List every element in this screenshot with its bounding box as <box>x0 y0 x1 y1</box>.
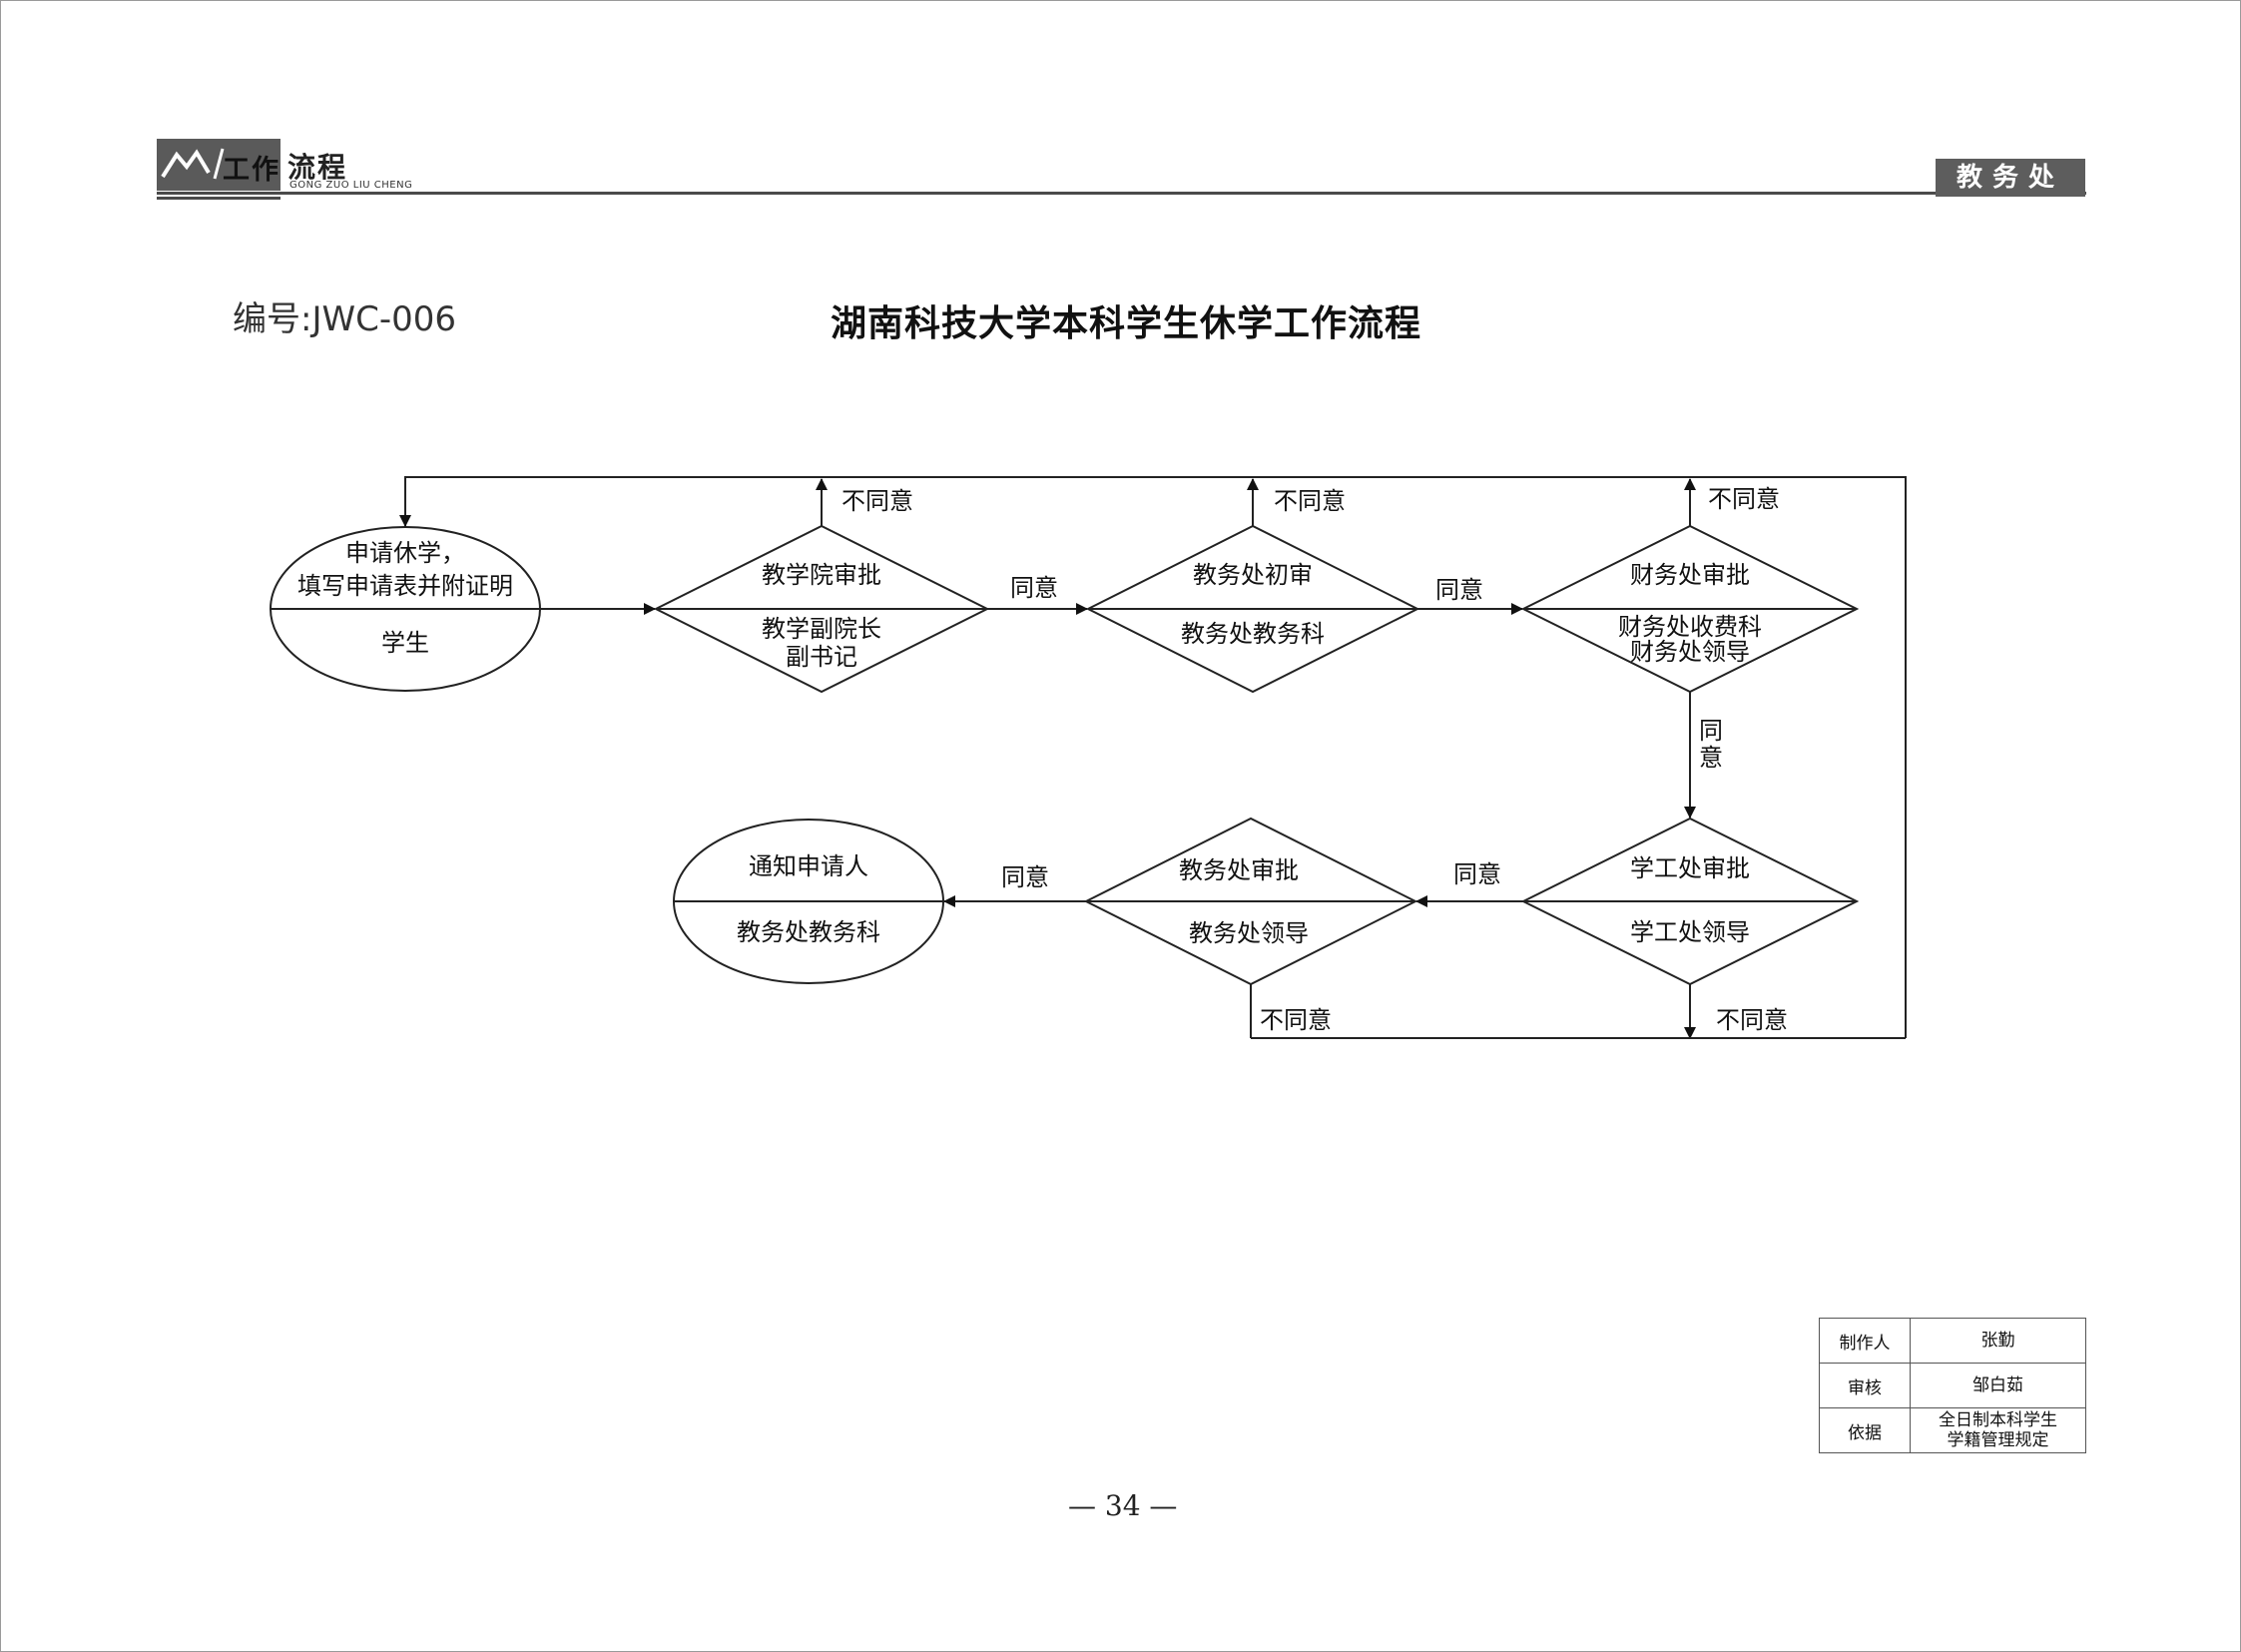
mountain-logo-icon <box>157 139 280 191</box>
jwc-final-role: 教务处领导 <box>1189 919 1309 947</box>
header-rule-accent <box>157 197 280 200</box>
jwc-final-task: 教务处审批 <box>1179 856 1299 884</box>
student-affairs-role: 学工处领导 <box>1630 918 1750 946</box>
edge-label-disagree-finance: 不同意 <box>1708 485 1780 513</box>
info-table: 制作人 张勤 审核 邹白茹 依据 全日制本科学生 学籍管理规定 <box>1819 1318 2086 1453</box>
table-row: 制作人 张勤 <box>1819 1318 2086 1364</box>
info-value-basis-line1: 全日制本科学生 <box>1939 1410 2057 1430</box>
header-rule <box>157 192 2086 195</box>
edge-label-disagree-college: 不同意 <box>841 487 913 515</box>
finance-task: 财务处审批 <box>1630 561 1750 589</box>
info-key-maker: 制作人 <box>1819 1318 1911 1364</box>
edge-label-agree-3: 同意 <box>1453 860 1501 888</box>
header-section-title-flow: 流程 <box>287 151 348 184</box>
student-affairs-approval-diamond <box>1520 817 1860 986</box>
edge-label-disagree-jwc-final: 不同意 <box>1260 1006 1332 1034</box>
edge-label-agree-vertical-1: 同 <box>1699 717 1723 745</box>
edge-label-disagree-student-affairs: 不同意 <box>1716 1006 1788 1034</box>
edge-label-agree-vertical-2: 意 <box>1699 744 1723 772</box>
page-number: — 34 — <box>1068 1489 1178 1522</box>
info-value-reviewer: 邹白茹 <box>1910 1363 2086 1408</box>
info-value-basis-line2: 学籍管理规定 <box>1947 1430 2049 1450</box>
jwc-first-review-diamond <box>1085 524 1420 694</box>
edge-label-agree-4: 同意 <box>1001 863 1049 891</box>
table-row: 审核 邹白茹 <box>1819 1363 2086 1408</box>
end-node-task: 通知申请人 <box>749 852 868 880</box>
finance-role-line1: 财务处收费科 <box>1618 613 1762 641</box>
jwc-first-role: 教务处教务科 <box>1181 620 1325 648</box>
college-role-line1: 教学副院长 <box>762 615 881 643</box>
finance-approval-diamond <box>1520 524 1860 694</box>
header-section-title-work: 工作 <box>223 155 280 186</box>
table-row: 依据 全日制本科学生 学籍管理规定 <box>1819 1407 2086 1453</box>
info-key-basis: 依据 <box>1819 1407 1911 1453</box>
end-node-role: 教务处教务科 <box>737 918 880 946</box>
start-node-line1: 申请休学， <box>345 539 465 567</box>
finance-role-line2: 财务处领导 <box>1630 638 1750 666</box>
info-value-basis: 全日制本科学生 学籍管理规定 <box>1910 1407 2086 1453</box>
edge-label-agree-2: 同意 <box>1435 576 1483 604</box>
info-value-maker: 张勤 <box>1910 1318 2086 1364</box>
college-task: 教学院审批 <box>762 561 881 589</box>
document-number: 编号:JWC-006 <box>233 299 457 339</box>
student-affairs-task: 学工处审批 <box>1630 854 1750 882</box>
college-role-line2: 副书记 <box>786 643 857 671</box>
page-title: 湖南科技大学本科学生休学工作流程 <box>831 303 1422 344</box>
info-key-reviewer: 审核 <box>1819 1363 1911 1408</box>
jwc-first-task: 教务处初审 <box>1193 561 1313 589</box>
jwc-final-approval-diamond <box>1083 817 1418 986</box>
start-node-role: 学生 <box>381 629 429 657</box>
header-pinyin: GONG ZUO LIU CHENG <box>289 180 413 191</box>
header-department-badge: 教务处 <box>1936 159 2085 197</box>
return-loop-line <box>399 476 1907 1038</box>
start-node-line2: 填写申请表并附证明 <box>297 572 513 600</box>
edge-label-agree-1: 同意 <box>1010 574 1058 602</box>
end-node-ellipse <box>673 819 944 984</box>
edge-label-disagree-jwc-first: 不同意 <box>1274 487 1346 515</box>
